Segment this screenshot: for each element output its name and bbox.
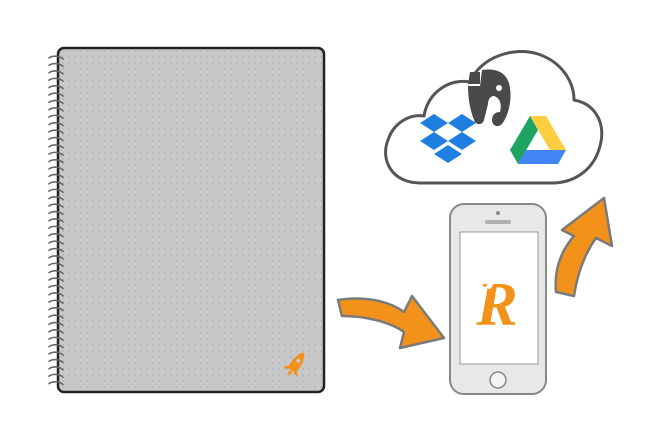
- spiral-loop: [48, 166, 64, 171]
- spiral-loop: [48, 77, 64, 82]
- app-logo-letter: R: [475, 271, 517, 339]
- spiral-loop: [48, 188, 64, 193]
- spiral-loop: [48, 210, 64, 216]
- phone-speaker: [485, 220, 511, 224]
- spiral-loop: [48, 240, 64, 245]
- spiral-loop: [48, 196, 64, 201]
- phone-camera: [496, 211, 500, 215]
- dropbox-icon: [420, 114, 476, 163]
- spiral-loop: [48, 299, 64, 304]
- spiral-loop: [48, 381, 64, 386]
- spiral-loop: [48, 373, 64, 378]
- spiral-loop: [48, 366, 64, 371]
- spiral-loop: [48, 99, 64, 105]
- spiral-loop: [48, 270, 64, 275]
- spiral-loop: [48, 70, 64, 75]
- spiral-loop: [48, 62, 64, 68]
- spiral-loop: [48, 358, 64, 364]
- spiral-loop: [48, 344, 64, 349]
- spiral-loop: [48, 181, 64, 186]
- spiral-loop: [48, 351, 64, 356]
- spiral-loop: [48, 314, 64, 319]
- spiral-loop: [48, 321, 64, 327]
- spiral-loop: [48, 255, 64, 260]
- notebook-spiral: [48, 55, 64, 386]
- spiral-loop: [48, 144, 64, 149]
- spiral-loop: [48, 233, 64, 238]
- phone-screen: [459, 231, 539, 365]
- curved-arrow-up-icon: [554, 196, 614, 298]
- curved-arrow-right-icon: [336, 294, 446, 350]
- spiral-loop: [48, 225, 64, 230]
- spiral-loop: [48, 307, 64, 312]
- spiral-loop: [48, 55, 64, 60]
- rocket-icon: [282, 352, 305, 378]
- phone: R: [449, 203, 547, 395]
- home-button[interactable]: [489, 371, 507, 389]
- notebook-cover: [56, 46, 326, 394]
- spiral-loop: [48, 151, 64, 156]
- rocketbook-r-rocket-icon: [486, 279, 495, 290]
- spiral-loop: [48, 136, 64, 142]
- spiral-loop: [48, 92, 64, 97]
- spiral-loop: [48, 329, 64, 334]
- spiral-loop: [48, 336, 64, 341]
- spiral-loop: [48, 203, 64, 208]
- spiral-loop: [48, 159, 64, 164]
- spiral-loop: [48, 85, 64, 90]
- evernote-elephant-icon: [468, 69, 511, 127]
- spiral-loop: [48, 284, 64, 290]
- spiral-loop: [48, 114, 64, 119]
- spiral-loop: [48, 129, 64, 134]
- spiral-loop: [48, 218, 64, 223]
- spiral-loop: [48, 292, 64, 297]
- spiral-loop: [48, 277, 64, 282]
- spiral-loop: [48, 173, 64, 179]
- notebook: [48, 46, 326, 394]
- spiral-loop: [48, 107, 64, 112]
- spiral-loop: [48, 247, 64, 253]
- google-drive-icon: [510, 116, 566, 164]
- spiral-loop: [48, 262, 64, 267]
- spiral-loop: [48, 122, 64, 127]
